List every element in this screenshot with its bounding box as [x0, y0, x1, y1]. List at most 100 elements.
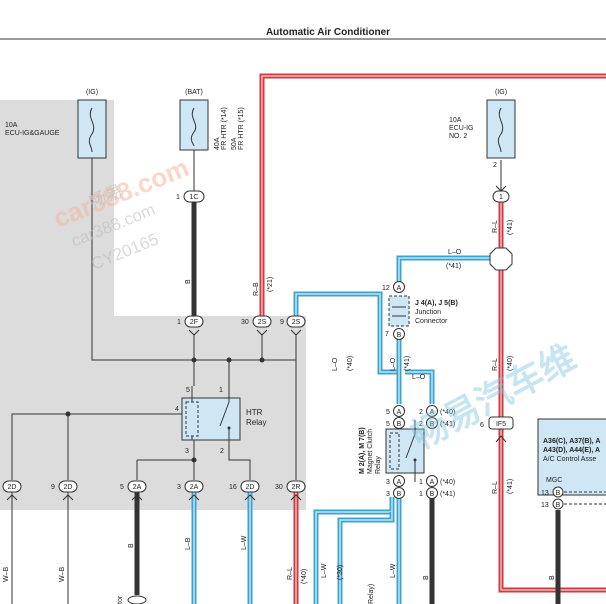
wire-label: L–W	[390, 563, 397, 578]
magnet-clutch-relay: M 2(A), M 7(B) Magnet Clutch Relay	[359, 420, 425, 482]
fuse-line: 40A	[214, 137, 221, 150]
mgc-relay-pins-left: 5 A 5 B 3 A 3 B	[386, 405, 405, 499]
wire-label: L–W	[241, 535, 248, 550]
pin-number: 2	[419, 421, 423, 428]
wire-label: B	[185, 279, 192, 284]
wire-label: L–W	[321, 563, 328, 578]
cut-off-label: tor	[117, 595, 124, 604]
pin-number: 1	[176, 194, 180, 201]
connector-label: 2D	[8, 484, 17, 491]
wire-note: (*41)	[446, 263, 461, 270]
connector-label: 2S	[292, 319, 301, 326]
pin-number: 3	[177, 484, 181, 491]
pin-number: 3	[386, 479, 390, 486]
fuse-source-label: (IG)	[86, 89, 98, 96]
wire-note: (*40)	[347, 356, 354, 371]
connector-label: 1	[499, 194, 503, 201]
connector-label: B	[556, 490, 561, 497]
wire-label: L–B	[185, 537, 192, 550]
wire-label: R–B	[253, 282, 260, 296]
component-label: J 4(A), J 5(B)	[415, 300, 458, 307]
pin-number: 2	[419, 409, 423, 416]
connector-label: 2S	[258, 319, 267, 326]
wire-note: (*40)	[301, 569, 308, 584]
wire-label: R–L	[492, 358, 499, 371]
connector-right-1: 1	[492, 185, 510, 203]
pin-number: 13	[541, 502, 549, 509]
connector-label: B	[397, 332, 402, 339]
component-label: A43(D), A44(E), A	[543, 447, 600, 454]
connector-2f: 1 2F	[177, 315, 204, 336]
pin-number: 1	[419, 479, 423, 486]
wire-label: L–O	[448, 249, 462, 256]
connector-label: A	[397, 409, 402, 416]
pin-number: 1	[419, 491, 423, 498]
connector-label: B	[430, 491, 435, 498]
fuse-name: NO. 2	[449, 133, 467, 140]
fuse-ecu-ig-no2: (IG) 10A ECU-IG NO. 2 2	[449, 89, 516, 169]
pin-number: 1	[177, 319, 181, 326]
fuse-name: ECU-IG&GAUGE	[5, 130, 60, 137]
pin-number: 13	[541, 490, 549, 497]
fuse-source-label: (IG)	[495, 89, 507, 96]
cut-off-label: Relay)	[368, 584, 375, 604]
connector-label: A	[430, 479, 435, 486]
fuse-source-label: (BAT)	[185, 89, 203, 96]
pin-number: 3	[386, 491, 390, 498]
htr-relay: 5 1 4 3 2 HTR Relay	[175, 386, 266, 455]
connector-label: A	[397, 479, 402, 486]
pin-number: 6	[480, 422, 484, 429]
connector-label: 2D	[246, 484, 255, 491]
component-label: Relay	[375, 456, 382, 474]
wire-note: (*40)	[507, 356, 514, 371]
fuse-icon	[497, 107, 504, 153]
connector-label: B	[556, 502, 561, 509]
connector-label: B	[397, 491, 402, 498]
pin-number: 5	[120, 484, 124, 491]
wire-label: B	[128, 543, 135, 548]
pin-number: 5	[186, 387, 190, 394]
pin-number: 16	[229, 484, 237, 491]
wire-label: L–O	[390, 357, 397, 371]
fuse-icon	[190, 107, 197, 147]
connector-if5: 6 IF5	[480, 416, 514, 443]
pin-number: 5	[386, 421, 390, 428]
wire-label: R–L	[287, 567, 294, 580]
connector-label: 2A	[133, 484, 142, 491]
wire-note: (*41)	[507, 479, 514, 494]
connector-label: 2R	[292, 484, 301, 491]
wire-label: W–B	[3, 567, 10, 583]
component-label: A36(C), A37(B), A	[543, 438, 600, 445]
fuse-ecu-ig-gauge: (IG) 10A ECU-IG&GAUGE	[5, 89, 107, 159]
pin-number: 5	[386, 409, 390, 416]
component-label: M 2(A), M 7(B)	[359, 427, 366, 474]
pin-number: 1	[219, 387, 223, 394]
component-label: Connector	[415, 318, 448, 325]
pin-number: 2	[220, 448, 224, 455]
component-label: Junction	[415, 309, 441, 316]
connector-2s-30: 30 2S	[241, 315, 272, 336]
mgc-relay-pins-right: 2 A (*40) 2 B (*41) 1 A (*40) 1 B (*41)	[419, 405, 455, 499]
component-stub	[127, 595, 147, 604]
wire-label: B	[549, 575, 556, 580]
fuse-name: ECU-IG	[449, 125, 474, 132]
junction-dots	[65, 357, 265, 463]
pin-number: 30	[241, 319, 249, 326]
pin-number: 7	[385, 331, 389, 338]
fuse-fr-htr: (BAT) 40A FR HTR (*14) 50A FR HTR (*15)	[179, 89, 245, 151]
connector-label: 2F	[190, 319, 198, 326]
component-label: Relay	[246, 418, 266, 427]
pin-number: 30	[275, 484, 283, 491]
fuse-line: FR HTR (*14)	[221, 107, 228, 150]
bottom-connectors: 2D 9 2D 5 2A 3 2A 16 2D 30 2R	[2, 480, 306, 493]
connector-label: 2A	[190, 484, 199, 491]
wire-note: (*30)	[337, 565, 344, 580]
wire-note: (*41)	[507, 220, 514, 235]
wire-label: B	[423, 575, 430, 580]
pin-number: 9	[280, 319, 284, 326]
wire-note: (*40)	[440, 409, 455, 416]
pin-number: 9	[51, 484, 55, 491]
wire-labels: B R–B (*21) L–O (*40) L–O (*41) L–O (*41…	[3, 220, 556, 584]
connector-label: B	[397, 421, 402, 428]
